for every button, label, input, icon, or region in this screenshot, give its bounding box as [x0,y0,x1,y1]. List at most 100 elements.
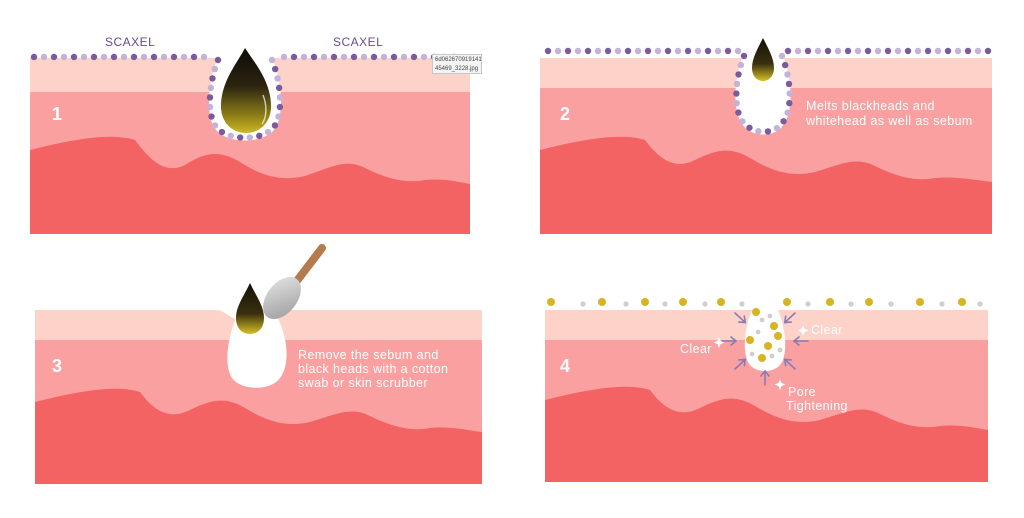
pore-dot [275,113,282,120]
panel-4-number: 4 [560,356,570,376]
gold-dot [916,298,924,306]
surface-dot [664,47,672,55]
pore-dot [737,61,745,69]
arrow-icon [760,369,770,386]
panel-2-skin: 2 [540,58,992,234]
grey-dot [702,301,708,307]
pore-dot [246,134,254,141]
gold-dot [764,342,772,350]
surface-dot [30,53,38,61]
panel-3-number: 3 [52,356,62,376]
sebum-highlight [261,94,267,125]
surface-dot [370,53,378,61]
surface-dot [794,47,802,55]
pore-dot [735,109,742,116]
caption-line: Remove the sebum and [298,348,439,362]
grey-dot [888,301,894,307]
surface-dot [150,53,158,61]
surface-dot [320,53,328,61]
subcutis-layer [35,388,482,484]
pore-dot [209,75,216,82]
surface-dot [864,47,872,55]
surface-dot [360,53,368,61]
panel-2-number: 2 [560,104,570,124]
surface-dot [874,47,882,55]
surface-dot [130,53,138,61]
surface-dot [844,47,852,55]
surface-dot [954,47,962,55]
grey-dot [977,301,983,307]
surface-dot [180,53,188,61]
surface-dot [340,53,348,61]
tightening-arrows [721,312,809,386]
pore-dot [764,128,772,135]
surface-dot [614,47,622,55]
pore-dot [276,94,284,101]
subcutis-layer [545,386,988,482]
surface-dot [584,47,592,55]
pore-dot [227,132,234,140]
sparkle-icon [713,337,725,348]
panel-1-number: 1 [52,104,62,124]
panel-3-caption: Remove the sebum and black heads with a … [298,348,452,390]
pore-dot [271,65,279,73]
melting-sebum-plug [752,38,774,81]
surface-dot [300,53,308,61]
pore-dot [207,84,215,92]
pore-dot [755,128,762,135]
pore-particles [746,308,783,362]
surface-dot [410,53,418,61]
pore-dot [264,128,272,136]
gold-dot [865,298,873,306]
surface-dot [544,47,552,55]
grey-dot [580,301,586,307]
caption-line: Melts blackheads and [806,99,935,113]
surface-dot [400,53,408,61]
surface-dot [724,47,732,55]
surface-dot [190,53,198,61]
pore-dot [735,71,742,78]
grey-dot [769,353,775,359]
surface-dot [904,47,912,55]
pore-dot [275,84,283,92]
swab-head [263,276,301,320]
surface-dot [280,53,288,61]
grey-dot [755,329,761,335]
filename-tag: 6d062670919141 45469_3228.jpg [432,54,482,74]
surface-dot [564,47,572,55]
pore-label-line: Tightening [786,399,848,413]
arrow-icon [734,312,747,324]
surface-dot [40,53,48,61]
pore-dot [276,103,284,111]
grey-dot [749,351,755,357]
gold-dot [758,354,766,362]
pore-dot [785,80,793,88]
surface-dot [160,53,168,61]
gold-dot [598,298,606,306]
pore-dot [268,56,276,64]
pore-dot [211,122,219,129]
pore-cavity [735,54,791,135]
gold-dot [752,308,760,316]
caption-line: black heads with a cotton [298,362,448,376]
arrow-icon [792,336,809,346]
surface-dot [944,47,952,55]
gold-dot [547,298,555,306]
surface-dots-row [544,47,992,55]
clear-label-right: Clear [811,323,843,337]
surface-dot [894,47,902,55]
cotton-swab-icon [263,244,326,320]
arrow-icon [734,358,747,370]
surface-dot [884,47,892,55]
surface-dot [814,47,822,55]
pore-label-line: Pore [788,385,816,399]
pore-dot [780,118,787,125]
grey-dot [739,301,745,307]
surface-dot [714,47,722,55]
arrow-icon [721,336,738,346]
surface-dot [924,47,932,55]
surface-dot [694,47,702,55]
pore-dot [733,90,740,97]
surface-dot [654,47,662,55]
